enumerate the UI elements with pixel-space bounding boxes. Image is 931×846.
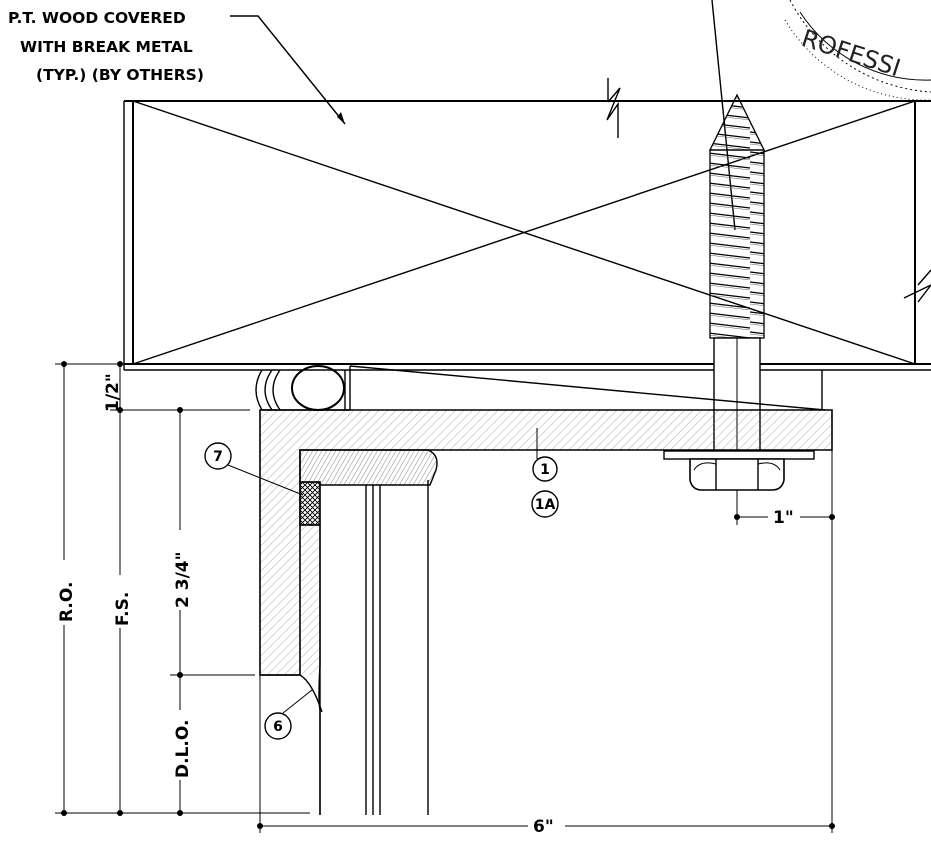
tag-6: 6 [264, 689, 313, 740]
dim-rough-opening: R.O. [57, 582, 77, 622]
dim-one-inch: 1" [773, 508, 794, 528]
dim-half-inch: 1/2" [103, 373, 123, 412]
tag-1a-label: 1A [535, 497, 556, 513]
tag-1: 1 [532, 428, 558, 482]
dim-six-inch: 6" [533, 817, 554, 837]
wood-blocking [123, 78, 931, 371]
glazing-gasket [299, 481, 321, 526]
wood-callout: P.T. WOOD COVERED WITH BREAK METAL (TYP.… [8, 9, 346, 125]
callout-line-1: P.T. WOOD COVERED [8, 9, 186, 27]
dim-two-three-quarter: 2 3/4" [173, 552, 193, 608]
dim-daylight-opening: D.L.O. [173, 720, 193, 778]
callout-arrowhead [337, 112, 345, 124]
engineer-seal: ROFESSI [784, 0, 931, 101]
callout-leader [230, 15, 346, 125]
tag-7: 7 [204, 442, 304, 496]
sash-profile [299, 449, 438, 815]
tag-7-label: 7 [213, 449, 223, 465]
dimension-lines [55, 361, 835, 833]
break-line-right [903, 269, 931, 303]
dim-frame-size: F.S. [113, 592, 133, 626]
backer-rod-sealant [255, 365, 351, 411]
callout-line-3: (TYP.) (BY OTHERS) [36, 66, 204, 84]
callout-line-2: WITH BREAK METAL [20, 38, 193, 56]
tag-6-label: 6 [273, 719, 283, 735]
tag-1-label: 1 [540, 462, 550, 478]
tag-1a: 1A [531, 490, 559, 518]
seal-text: ROFESSI [798, 24, 904, 82]
break-line-top [606, 78, 621, 138]
shim [349, 365, 826, 411]
